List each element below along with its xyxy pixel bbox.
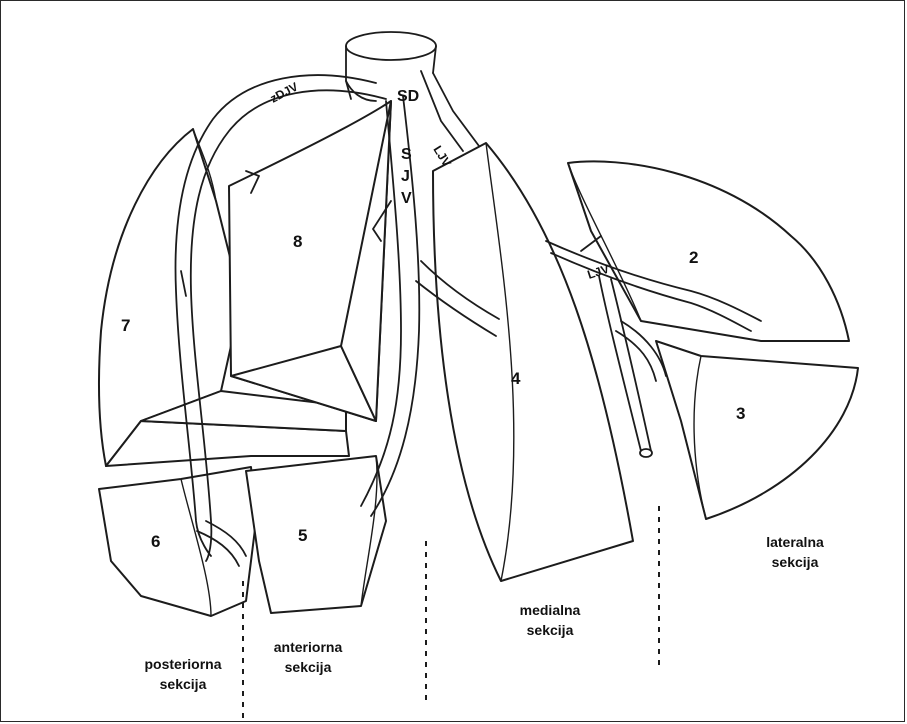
segment-2-label: 2 — [689, 248, 698, 267]
segment-5 — [246, 456, 386, 613]
segment-8-label: 8 — [293, 232, 302, 251]
medial-section-label-1: medialna — [520, 602, 581, 618]
posterior-section-label-2: sekcija — [160, 676, 207, 692]
segment-6-label: 6 — [151, 532, 160, 551]
sd-label: SD — [397, 88, 419, 105]
lateral-section-label-2: sekcija — [772, 554, 819, 570]
segment-5-label: 5 — [298, 526, 307, 545]
anterior-section-label-1: anteriorna — [274, 639, 343, 655]
medial-section-label-2: sekcija — [527, 622, 574, 638]
segment-3-label: 3 — [736, 404, 745, 423]
segment-6 — [99, 467, 256, 616]
lateral-section-label-1: lateralna — [766, 534, 824, 550]
segment-3 — [656, 341, 858, 519]
segment-4-label: 4 — [511, 369, 521, 388]
sjv-s-label: S — [401, 146, 412, 163]
ljv-lower-label: LJV — [586, 262, 611, 282]
sjv-v-label: V — [401, 190, 412, 207]
sjv-j-label: J — [401, 168, 410, 185]
zdjv-label: zDJV — [268, 80, 300, 106]
posterior-section-label-1: posteriorna — [144, 656, 221, 672]
segment-2 — [568, 161, 849, 341]
segment-8 — [229, 101, 391, 421]
segment-7-label: 7 — [121, 316, 130, 335]
anterior-section-label-2: sekcija — [285, 659, 332, 675]
